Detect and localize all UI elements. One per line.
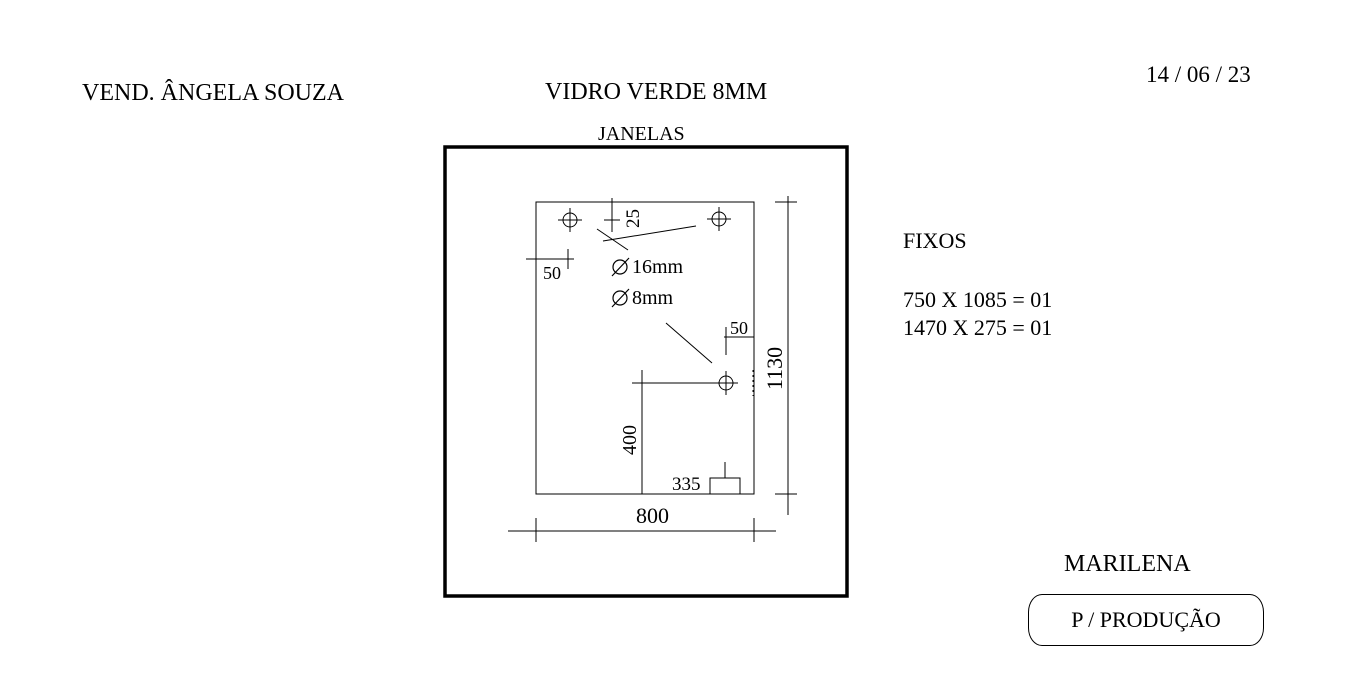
- dim-label-hole-top: 25: [623, 209, 644, 228]
- hole-cutout-corner: [714, 371, 738, 395]
- fixos-list: 750 X 1085 = 01 1470 X 275 = 01: [903, 286, 1052, 342]
- hole-top-left: [558, 208, 582, 232]
- hole-top-right: [707, 207, 731, 231]
- fixos-item: 1470 X 275 = 01: [903, 315, 1053, 340]
- dim-label-hole-side: 50: [543, 263, 561, 283]
- production-status-button[interactable]: P / PRODUÇÃO: [1028, 594, 1264, 646]
- diameter-symbol-icon: [611, 257, 630, 277]
- hole-label-large: 16mm: [632, 256, 684, 278]
- dim-label-height: 1130: [762, 347, 787, 390]
- glass-spec: VIDRO VERDE 8MM: [545, 79, 768, 105]
- vendor-name: VEND. ÂNGELA SOUZA: [82, 80, 344, 106]
- hole-offset-ticks: [526, 198, 754, 355]
- hole-label-small: 8mm: [632, 287, 674, 309]
- dim-label-hole-right: 50: [730, 318, 748, 338]
- width-dimension: [508, 518, 776, 542]
- diameter-symbol-icon: [611, 288, 630, 308]
- dim-label-cut-height: 400: [619, 425, 641, 455]
- glass-panel-outline: [535, 201, 755, 495]
- cutout-lines: [632, 370, 754, 495]
- order-date: 14 / 06 / 23: [1146, 62, 1251, 87]
- fixos-title: FIXOS: [903, 228, 967, 253]
- client-name: MARILENA: [1064, 551, 1191, 577]
- fixos-item: 750 X 1085 = 01: [903, 287, 1053, 312]
- dim-label-cut-width: 335: [672, 474, 701, 495]
- hole-leader-lines: [596, 225, 713, 364]
- drawing-frame: [443, 145, 849, 598]
- dim-label-width: 800: [636, 503, 669, 528]
- section-label: JANELAS: [598, 123, 685, 145]
- height-dimension: [775, 196, 797, 515]
